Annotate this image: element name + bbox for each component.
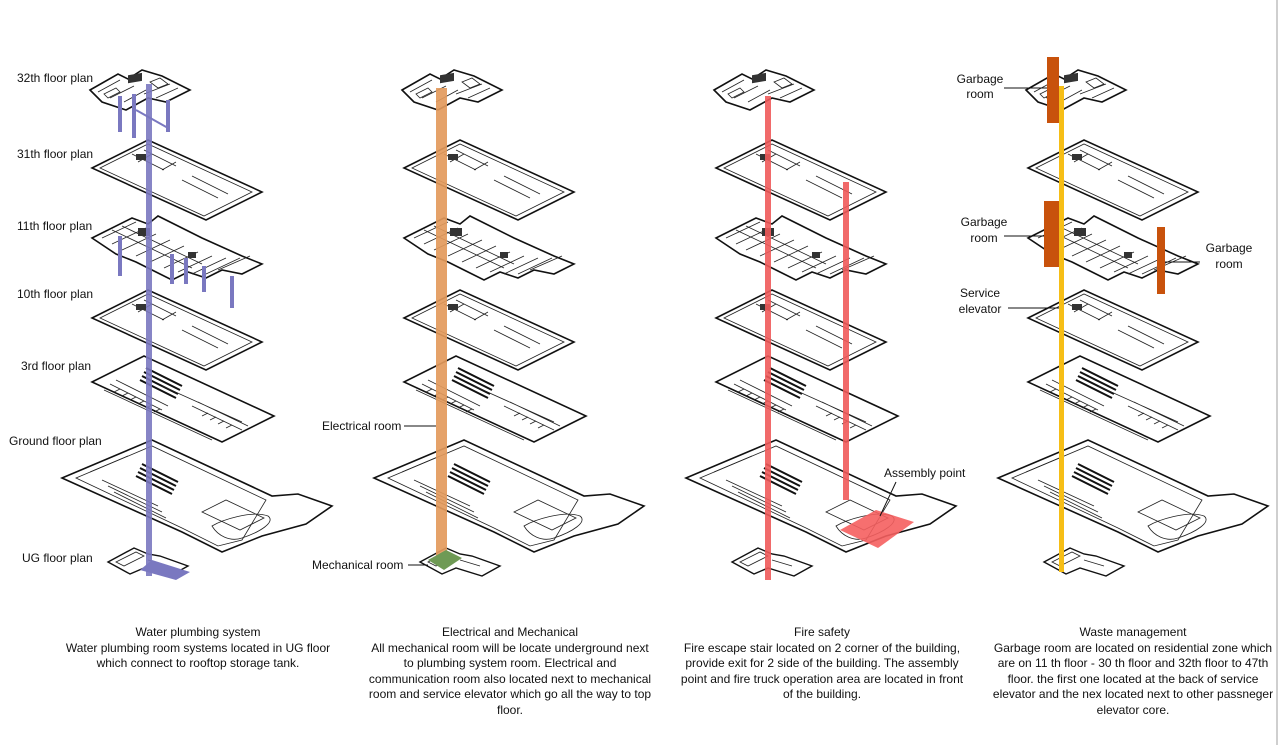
floor-3-plan bbox=[403, 355, 587, 443]
svg-text:Garbage: Garbage bbox=[1206, 241, 1253, 255]
floor-3-plan bbox=[715, 355, 899, 443]
caption-fire: Fire safety Fire escape stair located on… bbox=[677, 625, 967, 703]
garbage-room-label-3: Garbage room bbox=[1206, 241, 1253, 271]
floor-label-10: 10th floor plan bbox=[17, 287, 93, 301]
floor-label-31: 31th floor plan bbox=[17, 147, 93, 161]
caption-description: Water plumbing room systems located in U… bbox=[65, 640, 331, 671]
ground-floor-plan bbox=[997, 439, 1269, 553]
garbage-room-11-back bbox=[1044, 201, 1059, 267]
floor-31-plan bbox=[403, 139, 575, 221]
panel-waste: Garbage room Garbage room Garbage room S… bbox=[957, 57, 1269, 577]
floor-10-plan bbox=[715, 289, 887, 371]
mechanical-room-label: Mechanical room bbox=[312, 558, 403, 572]
assembly-point-label: Assembly point bbox=[884, 466, 966, 480]
floor-labels: 32th floor plan 31th floor plan 11th flo… bbox=[9, 71, 102, 565]
fire-stair-riser-2 bbox=[843, 182, 849, 500]
mechanical-room-highlight bbox=[428, 550, 462, 570]
caption-description: Garbage room are located on residential … bbox=[992, 640, 1274, 717]
caption-title: Waste management bbox=[1079, 625, 1187, 639]
floor-32-plan bbox=[89, 69, 191, 111]
electrical-room-label: Electrical room bbox=[322, 419, 401, 433]
panel-fire: Assembly point bbox=[685, 69, 966, 580]
floor-10-plan bbox=[91, 289, 263, 371]
floor-label-11: 11th floor plan bbox=[17, 219, 92, 233]
svg-text:Garbage: Garbage bbox=[957, 72, 1004, 86]
caption-plumbing: Water plumbing system Water plumbing roo… bbox=[53, 625, 343, 672]
floor-label-ug: UG floor plan bbox=[22, 551, 93, 565]
floor-11-plan bbox=[715, 215, 887, 281]
assembly-point-area bbox=[840, 510, 914, 548]
ug-floor-plan bbox=[1043, 547, 1125, 577]
panel-plumbing: 32th floor plan 31th floor plan 11th flo… bbox=[9, 69, 333, 580]
svg-text:room: room bbox=[966, 87, 993, 101]
service-elevator-label: Service elevator bbox=[959, 286, 1002, 316]
floor-10-plan bbox=[1027, 289, 1199, 371]
plumbing-risers bbox=[118, 84, 234, 580]
panel-electrical: Electrical room Mechanical room bbox=[312, 69, 645, 577]
floor-32-plan bbox=[1025, 69, 1127, 111]
caption-description: All mechanical room will be locate under… bbox=[368, 640, 652, 717]
svg-text:elevator: elevator bbox=[959, 302, 1002, 316]
floor-label-ground: Ground floor plan bbox=[9, 434, 102, 448]
floor-label-32: 32th floor plan bbox=[17, 71, 93, 85]
svg-text:Service: Service bbox=[960, 286, 1000, 300]
service-elevator-shaft bbox=[1059, 86, 1064, 572]
fire-stair-riser-1 bbox=[765, 96, 771, 580]
floor-3-plan bbox=[91, 355, 275, 443]
floor-31-plan bbox=[91, 139, 263, 221]
caption-waste: Waste management Garbage room are locate… bbox=[988, 625, 1278, 718]
svg-text:Garbage: Garbage bbox=[961, 215, 1008, 229]
floor-11-plan bbox=[403, 215, 575, 281]
garbage-room-11-core bbox=[1157, 227, 1165, 294]
floor-11-plan bbox=[91, 215, 263, 281]
caption-title: Water plumbing system bbox=[135, 625, 261, 639]
floor-31-plan bbox=[715, 139, 887, 221]
floor-32-plan bbox=[401, 69, 503, 111]
caption-title: Electrical and Mechanical bbox=[441, 625, 579, 639]
floor-10-plan bbox=[403, 289, 575, 371]
floor-3-plan bbox=[1027, 355, 1211, 443]
electrical-riser bbox=[436, 88, 447, 558]
ground-floor-plan bbox=[373, 439, 645, 553]
svg-text:room: room bbox=[970, 231, 997, 245]
ug-floor-plan bbox=[731, 547, 813, 577]
floor-32-plan bbox=[713, 69, 815, 111]
floor-label-3: 3rd floor plan bbox=[21, 359, 91, 373]
svg-text:room: room bbox=[1215, 257, 1242, 271]
garbage-room-32 bbox=[1047, 57, 1059, 123]
garbage-room-label-2: Garbage room bbox=[961, 215, 1008, 245]
ground-floor-plan bbox=[685, 439, 957, 553]
caption-description: Fire escape stair located on 2 corner of… bbox=[680, 640, 964, 702]
ground-floor-plan bbox=[61, 439, 333, 553]
caption-electrical: Electrical and Mechanical All mechanical… bbox=[365, 625, 655, 718]
caption-title: Fire safety bbox=[793, 625, 850, 639]
garbage-room-label-1: Garbage room bbox=[957, 72, 1004, 101]
